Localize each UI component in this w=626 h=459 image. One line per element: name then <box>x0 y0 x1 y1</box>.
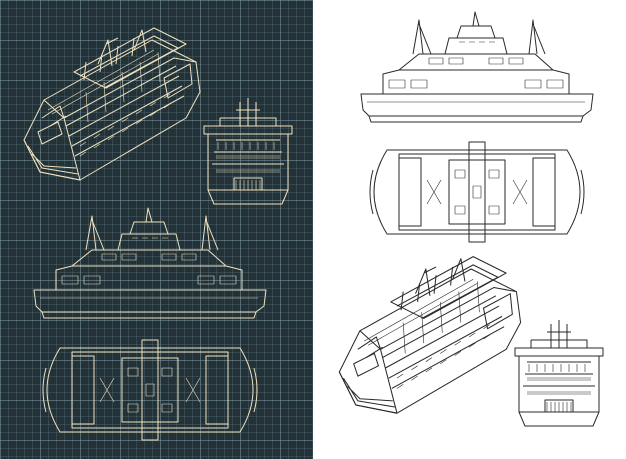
ferry-top-view-light <box>369 141 585 243</box>
ferry-isometric-view-light <box>338 256 522 414</box>
ferry-side-view-light <box>360 11 594 123</box>
ferry-front-view-light <box>514 320 604 427</box>
dark-blueprint-panel <box>0 0 313 459</box>
ferry-isometric-view-dark <box>23 27 201 181</box>
light-blueprint-panel <box>313 0 626 459</box>
ferry-side-view-dark <box>33 207 267 319</box>
ferry-front-view-dark <box>203 98 293 205</box>
ferry-top-view-dark <box>42 339 258 441</box>
